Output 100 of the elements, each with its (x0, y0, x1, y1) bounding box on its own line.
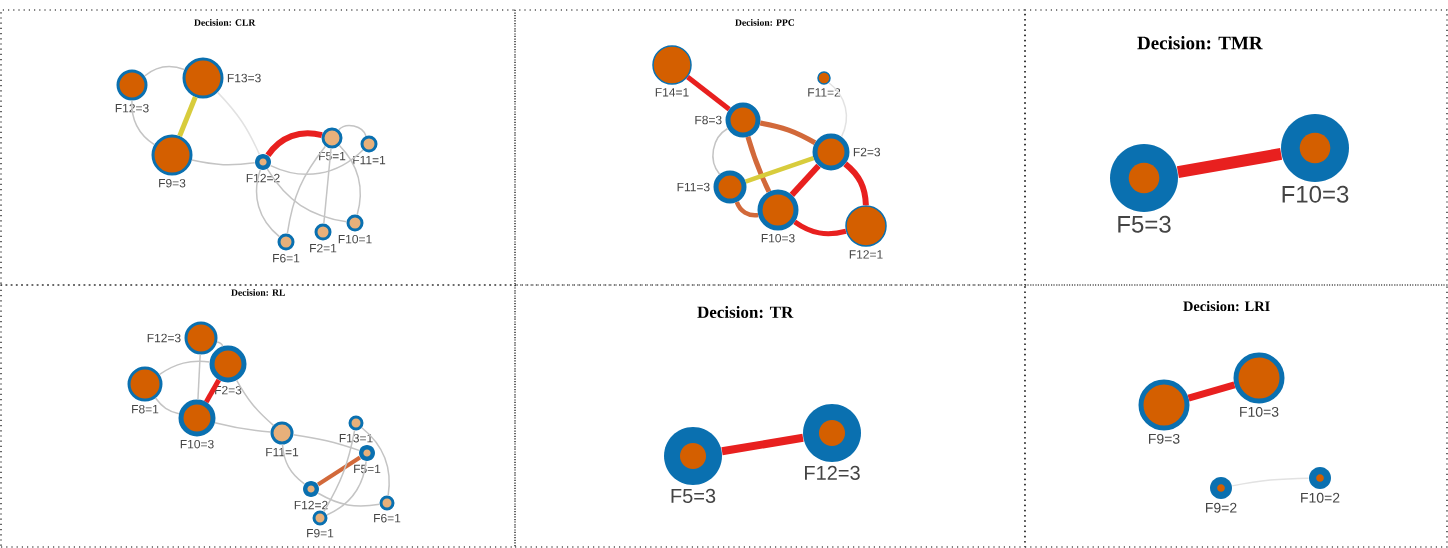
graph-node: F9=2 (1206, 477, 1237, 513)
node-label: F9=3 (1149, 433, 1180, 444)
edge (323, 147, 332, 225)
node-label: F10=1 (338, 234, 372, 244)
node-label: F10=3 (761, 233, 795, 243)
edge (191, 159, 256, 166)
graph-node: F9=3 (1138, 379, 1190, 444)
graph-node: F11=1 (353, 135, 386, 165)
graph-node: F10=3 (757, 189, 799, 243)
edge (734, 201, 759, 218)
node-label: F5=1 (354, 464, 381, 474)
edge (269, 149, 364, 175)
node-label: F12=3 (115, 103, 149, 113)
edge (255, 169, 281, 238)
graph-node: F9=3 (151, 134, 193, 188)
node-label: F6=1 (374, 513, 401, 523)
edge (361, 426, 390, 497)
node-label: F2=1 (310, 243, 337, 253)
edge (721, 433, 804, 456)
graph-node: F10=3 (1233, 352, 1285, 417)
node-label: F13=1 (339, 433, 373, 443)
graph-node: F8=1 (127, 366, 163, 414)
edge (204, 378, 221, 404)
edge (323, 429, 356, 513)
graph-node: F8=3 (695, 102, 761, 138)
graph-node: F11=1 (266, 421, 299, 457)
node-label: F12=1 (849, 250, 883, 259)
edge (197, 353, 201, 401)
node-label: F9=3 (159, 178, 186, 188)
node-label: F10=2 (1301, 492, 1340, 503)
graph-node: F12=3 (115, 69, 149, 113)
node-label: F10=3 (1282, 185, 1349, 203)
edge (338, 144, 362, 216)
edge (1231, 477, 1310, 487)
graph-node: F12=1 (845, 205, 887, 259)
graph-node: F12=2 (246, 154, 280, 183)
edge (158, 360, 211, 376)
node-label: F5=3 (671, 488, 716, 503)
edge (154, 397, 180, 415)
edge (843, 161, 869, 206)
graph-node: F12=3 (147, 321, 218, 355)
node-label: F10=3 (180, 439, 214, 449)
graph-node: F6=1 (273, 233, 300, 263)
graph-node: F12=2 (294, 481, 328, 510)
edge (265, 130, 323, 157)
edge (1187, 381, 1236, 402)
graph-node: F5=3 (1110, 144, 1178, 233)
node-label: F11=2 (808, 88, 841, 97)
edge (789, 163, 821, 197)
graph-node: F14=1 (652, 45, 692, 97)
node-label: F10=3 (1240, 406, 1279, 417)
graph-node: F10=2 (1301, 467, 1340, 503)
edge (712, 127, 729, 175)
node-label: F8=1 (132, 404, 159, 414)
edge (266, 168, 348, 223)
edge (286, 145, 327, 235)
edge (235, 379, 275, 427)
edge (216, 341, 224, 347)
graph-node: F11=3 (677, 170, 747, 204)
edge (131, 99, 156, 146)
graph-node: F11=2 (808, 71, 841, 97)
edge (828, 82, 848, 138)
graph-node: F2=1 (310, 223, 337, 253)
node-label: F11=1 (353, 155, 386, 165)
edge (177, 96, 198, 137)
node-label: F12=2 (246, 173, 280, 183)
node-label: F9=2 (1206, 502, 1237, 513)
edge (744, 155, 815, 184)
graph-node: F6=1 (374, 495, 401, 523)
node-label: F12=3 (147, 333, 181, 343)
edge (1176, 148, 1283, 178)
node-label: F2=3 (853, 147, 881, 157)
edge (745, 136, 772, 193)
edge (216, 91, 261, 156)
edge (281, 443, 306, 485)
graph-node: F5=3 (664, 427, 722, 503)
node-label: F12=3 (805, 465, 860, 480)
edge (143, 65, 186, 77)
edge (793, 219, 847, 237)
edge (686, 75, 731, 112)
node-label: F11=1 (266, 447, 299, 457)
edge (317, 492, 381, 507)
edge (214, 422, 272, 433)
node-label: F8=3 (695, 115, 722, 125)
graph-node: F10=3 (178, 399, 216, 449)
graph-node: F12=3 (803, 404, 861, 480)
edge (317, 455, 362, 487)
node-label: F14=1 (655, 88, 689, 97)
graph-node: F10=3 (1281, 114, 1349, 203)
edge (292, 433, 360, 452)
graph-node: F13=3 (182, 57, 261, 99)
graph-node: F2=3 (812, 133, 881, 171)
edge (326, 460, 367, 516)
edge (759, 120, 817, 145)
graph-node: F5=1 (354, 445, 381, 474)
node-label: F11=3 (677, 182, 710, 192)
graph-node: F13=1 (339, 415, 373, 443)
edge (337, 124, 367, 137)
node-label: F13=3 (227, 73, 261, 83)
node-label: F6=1 (273, 253, 300, 263)
